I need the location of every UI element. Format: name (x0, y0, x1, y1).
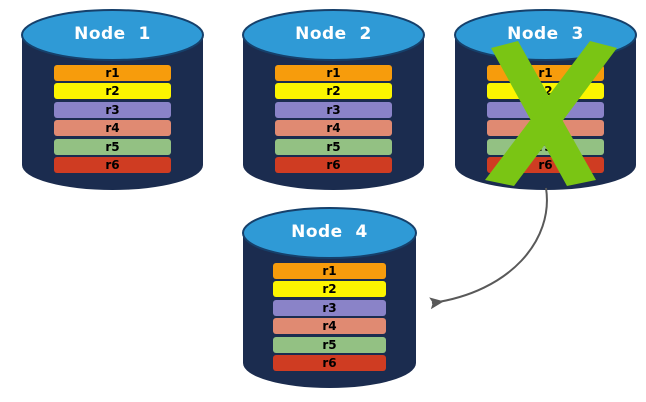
node-4-row-r6-label: r6 (322, 355, 337, 370)
node-4-row-r4: r4 (273, 318, 386, 335)
node-1-row-r2: r2 (54, 83, 171, 100)
node-4-row-r1: r1 (273, 263, 386, 279)
node-2-row-r3-label: r3 (326, 102, 341, 117)
node-4-row-stack: r1 r2 r3 r4 r5 r6 (273, 263, 386, 371)
node-3-row-r4-label: r4 (538, 121, 553, 136)
node-4-row-r4-label: r4 (322, 319, 337, 334)
node-4-row-r3-label: r3 (322, 300, 337, 315)
node-1-row-r1: r1 (54, 65, 171, 81)
node-4-row-r6: r6 (273, 354, 386, 371)
node-2-row-r6-label: r6 (326, 157, 341, 172)
node-2-row-r2: r2 (275, 83, 392, 100)
node-3-row-r3: r3 (487, 101, 604, 118)
failover-arrow-path (429, 187, 548, 310)
node-3-row-r2-label: r2 (538, 84, 553, 99)
node-3-row-r4: r4 (487, 120, 604, 137)
node-4-row-r1-label: r1 (322, 264, 337, 278)
node-3-row-r5-label: r5 (538, 139, 553, 154)
node-2-row-stack: r1 r2 r3 r4 r5 r6 (275, 65, 392, 173)
node-2-row-r5-label: r5 (326, 139, 341, 154)
node-2-row-r3: r3 (275, 101, 392, 118)
node-1-row-r6-label: r6 (105, 157, 120, 172)
node-1-row-r4: r4 (54, 120, 171, 137)
node-4-row-r5-label: r5 (322, 337, 337, 352)
node-3-row-r3-label: r3 (538, 102, 553, 117)
node-1-row-r1-label: r1 (105, 66, 120, 80)
node-2-row-r1: r1 (275, 65, 392, 81)
node-1-row-stack: r1 r2 r3 r4 r5 r6 (54, 65, 171, 173)
node-1-row-r6: r6 (54, 156, 171, 173)
node-3-row-r2: r2 (487, 83, 604, 100)
node-3-row-r6-label: r6 (538, 157, 553, 172)
node-1-row-r3-label: r3 (105, 102, 120, 117)
node-1-row-r5: r5 (54, 138, 171, 155)
node-4-row-r5: r5 (273, 336, 386, 353)
node-2-row-r1-label: r1 (326, 66, 341, 80)
node-2-row-r2-label: r2 (326, 84, 341, 99)
node-2-row-r4: r4 (275, 120, 392, 137)
node-3-row-r1-label: r1 (538, 66, 553, 80)
node-4-row-r2-label: r2 (322, 282, 337, 297)
node-2-row-r6: r6 (275, 156, 392, 173)
node-2-top-disc (242, 9, 425, 61)
node-1-row-r3: r3 (54, 101, 171, 118)
node-2-row-r4-label: r4 (326, 121, 341, 136)
node-3-top-disc (454, 9, 637, 61)
node-3-row-r5: r5 (487, 138, 604, 155)
node-1-row-r4-label: r4 (105, 121, 120, 136)
node-4-row-r2: r2 (273, 281, 386, 298)
node-2-row-r5: r5 (275, 138, 392, 155)
node-3-row-r6: r6 (487, 156, 604, 173)
node-1-top-disc (21, 9, 204, 61)
node-3-row-r1: r1 (487, 65, 604, 81)
node-3-row-stack: r1 r2 r3 r4 r5 r6 (487, 65, 604, 173)
node-1-row-r2-label: r2 (105, 84, 120, 99)
node-1-row-r5-label: r5 (105, 139, 120, 154)
node-4-row-r3: r3 (273, 299, 386, 316)
node-4-top-disc (242, 207, 417, 259)
